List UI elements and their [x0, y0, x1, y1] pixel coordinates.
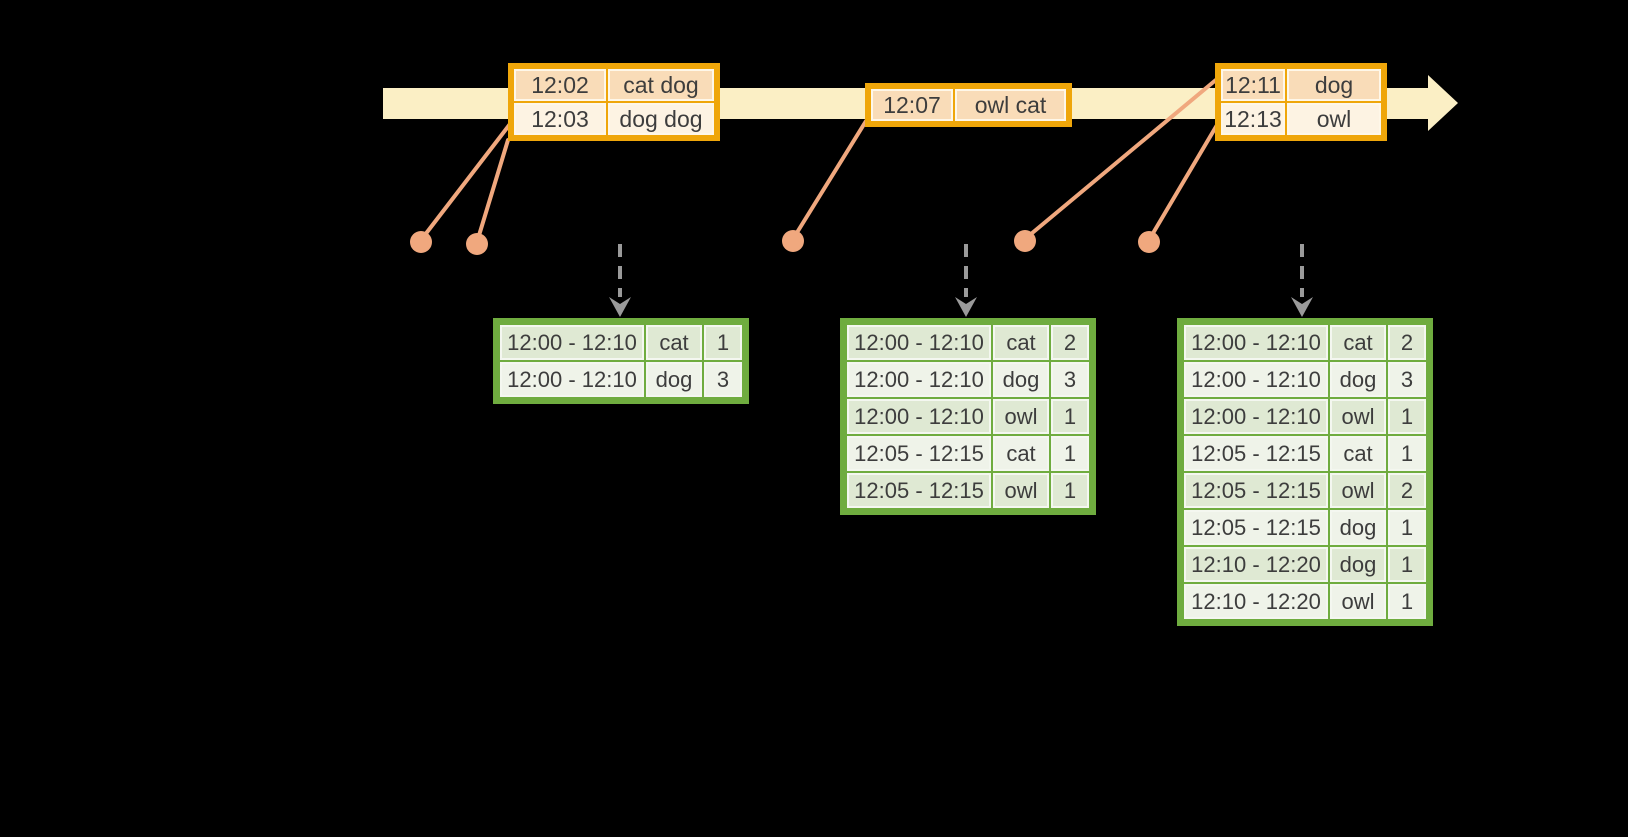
result-count-cell: 1	[1051, 436, 1089, 471]
result-window-cell: 12:00 - 12:10	[847, 362, 991, 397]
event-words-cell: owl cat	[955, 89, 1066, 121]
table-row: 12:00 - 12:10 owl 1	[1184, 399, 1426, 434]
result-count-cell: 1	[704, 325, 742, 360]
result-window-cell: 12:00 - 12:10	[847, 399, 991, 434]
trigger-arrowhead-icon	[1291, 297, 1313, 317]
result-table-3: 12:00 - 12:10 cat 2 12:00 - 12:10 dog 3 …	[1177, 318, 1433, 626]
result-count-cell: 1	[1051, 473, 1089, 508]
table-row: 12:00 - 12:10 dog 3	[500, 362, 742, 397]
result-word-cell: dog	[993, 362, 1049, 397]
result-count-cell: 2	[1388, 473, 1426, 508]
result-word-cell: owl	[993, 473, 1049, 508]
result-count-cell: 1	[1388, 436, 1426, 471]
event-time-cell: 12:03	[514, 103, 606, 135]
timeline-arrowhead-icon	[1428, 75, 1458, 131]
trigger-arrowhead-icon	[955, 297, 977, 317]
result-word-cell: cat	[646, 325, 702, 360]
result-word-cell: dog	[1330, 362, 1386, 397]
table-row: 12:05 - 12:15 owl 1	[847, 473, 1089, 508]
result-word-cell: cat	[1330, 325, 1386, 360]
result-count-cell: 3	[1051, 362, 1089, 397]
table-row: 12:03 dog dog	[514, 103, 714, 135]
result-count-cell: 1	[1051, 399, 1089, 434]
result-window-cell: 12:10 - 12:20	[1184, 584, 1328, 619]
result-count-cell: 3	[1388, 362, 1426, 397]
result-window-cell: 12:05 - 12:15	[1184, 436, 1328, 471]
table-row: 12:05 - 12:15 dog 1	[1184, 510, 1426, 545]
table-row: 12:00 - 12:10 owl 1	[847, 399, 1089, 434]
table-row: 12:00 - 12:10 cat 2	[847, 325, 1089, 360]
table-row: 12:05 - 12:15 owl 2	[1184, 473, 1426, 508]
table-row: 12:05 - 12:15 cat 1	[1184, 436, 1426, 471]
result-count-cell: 2	[1051, 325, 1089, 360]
event-time-cell: 12:02	[514, 69, 606, 101]
result-word-cell: dog	[1330, 547, 1386, 582]
connector-line	[791, 119, 868, 241]
result-word-cell: cat	[993, 436, 1049, 471]
connector-line	[1023, 77, 1219, 241]
event-dot-icon	[1014, 230, 1036, 252]
event-words-cell: dog	[1287, 69, 1381, 101]
table-row: 12:07 owl cat	[871, 89, 1066, 121]
result-word-cell: owl	[1330, 473, 1386, 508]
result-count-cell: 1	[1388, 399, 1426, 434]
table-row: 12:00 - 12:10 cat 2	[1184, 325, 1426, 360]
result-count-cell: 1	[1388, 547, 1426, 582]
result-count-cell: 2	[1388, 325, 1426, 360]
result-word-cell: dog	[1330, 510, 1386, 545]
result-word-cell: cat	[993, 325, 1049, 360]
table-row: 12:13 owl	[1221, 103, 1381, 135]
connector-line	[419, 122, 512, 242]
result-window-cell: 12:00 - 12:10	[1184, 399, 1328, 434]
event-table-1: 12:02 cat dog 12:03 dog dog	[508, 63, 720, 141]
result-window-cell: 12:05 - 12:15	[847, 473, 991, 508]
table-row: 12:02 cat dog	[514, 69, 714, 101]
result-window-cell: 12:10 - 12:20	[1184, 547, 1328, 582]
event-dot-icon	[782, 230, 804, 252]
event-time-cell: 12:13	[1221, 103, 1285, 135]
result-count-cell: 1	[1388, 584, 1426, 619]
result-count-cell: 1	[1388, 510, 1426, 545]
table-row: 12:00 - 12:10 dog 3	[1184, 362, 1426, 397]
result-table-2: 12:00 - 12:10 cat 2 12:00 - 12:10 dog 3 …	[840, 318, 1096, 515]
table-row: 12:05 - 12:15 cat 1	[847, 436, 1089, 471]
event-words-cell: owl	[1287, 103, 1381, 135]
result-word-cell: cat	[1330, 436, 1386, 471]
event-table-2: 12:07 owl cat	[865, 83, 1072, 127]
event-dot-icon	[1138, 231, 1160, 253]
result-window-cell: 12:05 - 12:15	[1184, 473, 1328, 508]
connector-line	[475, 138, 510, 244]
result-window-cell: 12:00 - 12:10	[1184, 362, 1328, 397]
event-time-cell: 12:07	[871, 89, 953, 121]
result-word-cell: owl	[1330, 584, 1386, 619]
result-table-1: 12:00 - 12:10 cat 1 12:00 - 12:10 dog 3	[493, 318, 749, 404]
result-word-cell: dog	[646, 362, 702, 397]
result-word-cell: owl	[993, 399, 1049, 434]
event-table-3: 12:11 dog 12:13 owl	[1215, 63, 1387, 141]
table-row: 12:10 - 12:20 dog 1	[1184, 547, 1426, 582]
result-window-cell: 12:05 - 12:15	[847, 436, 991, 471]
event-time-cell: 12:11	[1221, 69, 1285, 101]
result-word-cell: owl	[1330, 399, 1386, 434]
table-row: 12:11 dog	[1221, 69, 1381, 101]
event-dot-icon	[410, 231, 432, 253]
event-words-cell: dog dog	[608, 103, 714, 135]
connector-line	[1147, 123, 1219, 242]
table-row: 12:00 - 12:10 dog 3	[847, 362, 1089, 397]
result-count-cell: 3	[704, 362, 742, 397]
table-row: 12:00 - 12:10 cat 1	[500, 325, 742, 360]
result-window-cell: 12:05 - 12:15	[1184, 510, 1328, 545]
event-dot-icon	[466, 233, 488, 255]
result-window-cell: 12:00 - 12:10	[500, 325, 644, 360]
result-window-cell: 12:00 - 12:10	[847, 325, 991, 360]
trigger-arrowhead-icon	[609, 297, 631, 317]
result-window-cell: 12:00 - 12:10	[1184, 325, 1328, 360]
table-row: 12:10 - 12:20 owl 1	[1184, 584, 1426, 619]
event-words-cell: cat dog	[608, 69, 714, 101]
result-window-cell: 12:00 - 12:10	[500, 362, 644, 397]
